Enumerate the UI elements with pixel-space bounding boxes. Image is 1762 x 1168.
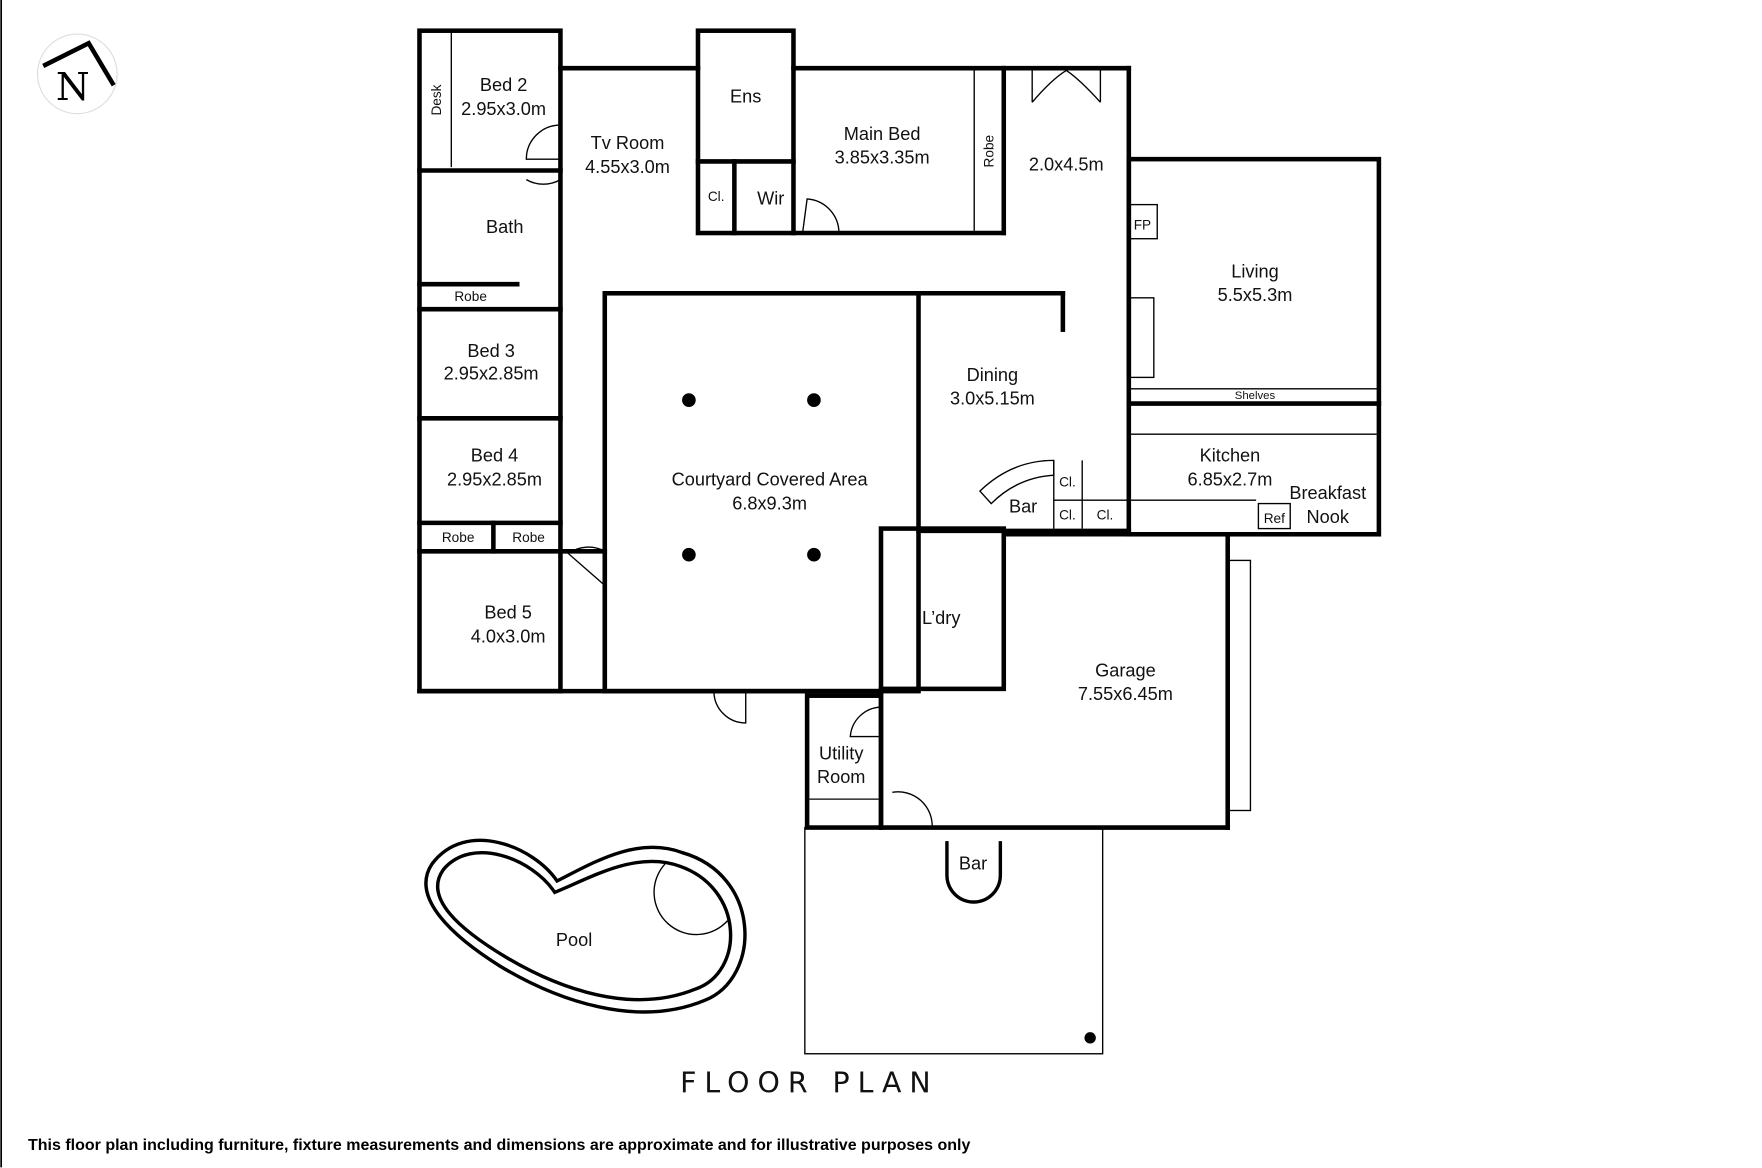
closet-label: Cl. [1059, 507, 1076, 522]
utility-room-label-2: Room [817, 767, 865, 787]
dining-label: Dining [967, 365, 1019, 385]
bed5-label: Bed 5 [484, 602, 532, 622]
desk-label: Desk [429, 84, 444, 115]
closet-label: Cl. [708, 189, 725, 204]
bed3-size: 2.95x2.85m [444, 364, 539, 384]
courtyard-posts [682, 393, 821, 562]
living-label: Living [1231, 261, 1278, 281]
kitchen-label: Kitchen [1200, 446, 1261, 466]
robe-label: Robe [512, 530, 545, 545]
courtyard-size: 6.8x9.3m [732, 493, 807, 513]
room-labels: Bed 2 2.95x3.0m Desk Tv Room 4.55x3.0m E… [429, 75, 1366, 950]
closet-label: Cl. [1097, 507, 1114, 522]
pool-outline [424, 838, 747, 1014]
doors [525, 69, 1102, 829]
garage-size: 7.55x6.45m [1078, 684, 1173, 704]
bed2-label: Bed 2 [480, 75, 528, 95]
main-bed-label: Main Bed [844, 124, 921, 144]
main-bed-size: 3.85x3.35m [835, 148, 930, 168]
bed3-label: Bed 3 [467, 341, 515, 361]
fridge-label: Ref [1264, 511, 1285, 526]
pool-label: Pool [556, 930, 592, 950]
utility-room-label: Utility [819, 743, 864, 763]
breakfast-nook-label: Breakfast [1289, 483, 1366, 503]
main-robe-label: Robe [982, 135, 997, 168]
bar-label: Bar [1009, 497, 1037, 517]
bed5-size: 4.0x3.0m [471, 626, 546, 646]
ensuite-label: Ens [730, 86, 761, 106]
disclaimer: This floor plan including furniture, fix… [28, 1137, 971, 1154]
wir-label: Wir [757, 189, 784, 209]
closet-label: Cl. [1059, 475, 1076, 490]
bed4-label: Bed 4 [471, 446, 519, 466]
outdoor-bar-label: Bar [959, 854, 987, 874]
dining-size: 3.0x5.15m [950, 389, 1035, 409]
north-arrow-icon: N [36, 33, 118, 115]
bath-label: Bath [486, 217, 523, 237]
plan-title: FLOOR PLAN [680, 1066, 939, 1099]
walls [417, 28, 1382, 1055]
shelves-label: Shelves [1235, 390, 1276, 402]
bed4-size: 2.95x2.85m [447, 469, 542, 489]
bath-robe-label: Robe [454, 289, 487, 304]
svg-text:N: N [56, 65, 90, 110]
garage-label: Garage [1095, 660, 1156, 680]
living-size: 5.5x5.3m [1218, 285, 1293, 305]
bed2-size: 2.95x3.0m [461, 99, 546, 119]
tv-room-size: 4.55x3.0m [585, 157, 670, 177]
kitchen-size: 6.85x2.7m [1188, 469, 1273, 489]
hall-size: 2.0x4.5m [1029, 155, 1104, 175]
courtyard-label: Courtyard Covered Area [672, 469, 869, 489]
tv-room-label: Tv Room [591, 133, 665, 153]
laundry-label: L’dry [922, 608, 961, 628]
breakfast-nook-label-2: Nook [1307, 507, 1350, 527]
robe-label: Robe [442, 530, 475, 545]
fireplace-label: FP [1134, 218, 1151, 233]
